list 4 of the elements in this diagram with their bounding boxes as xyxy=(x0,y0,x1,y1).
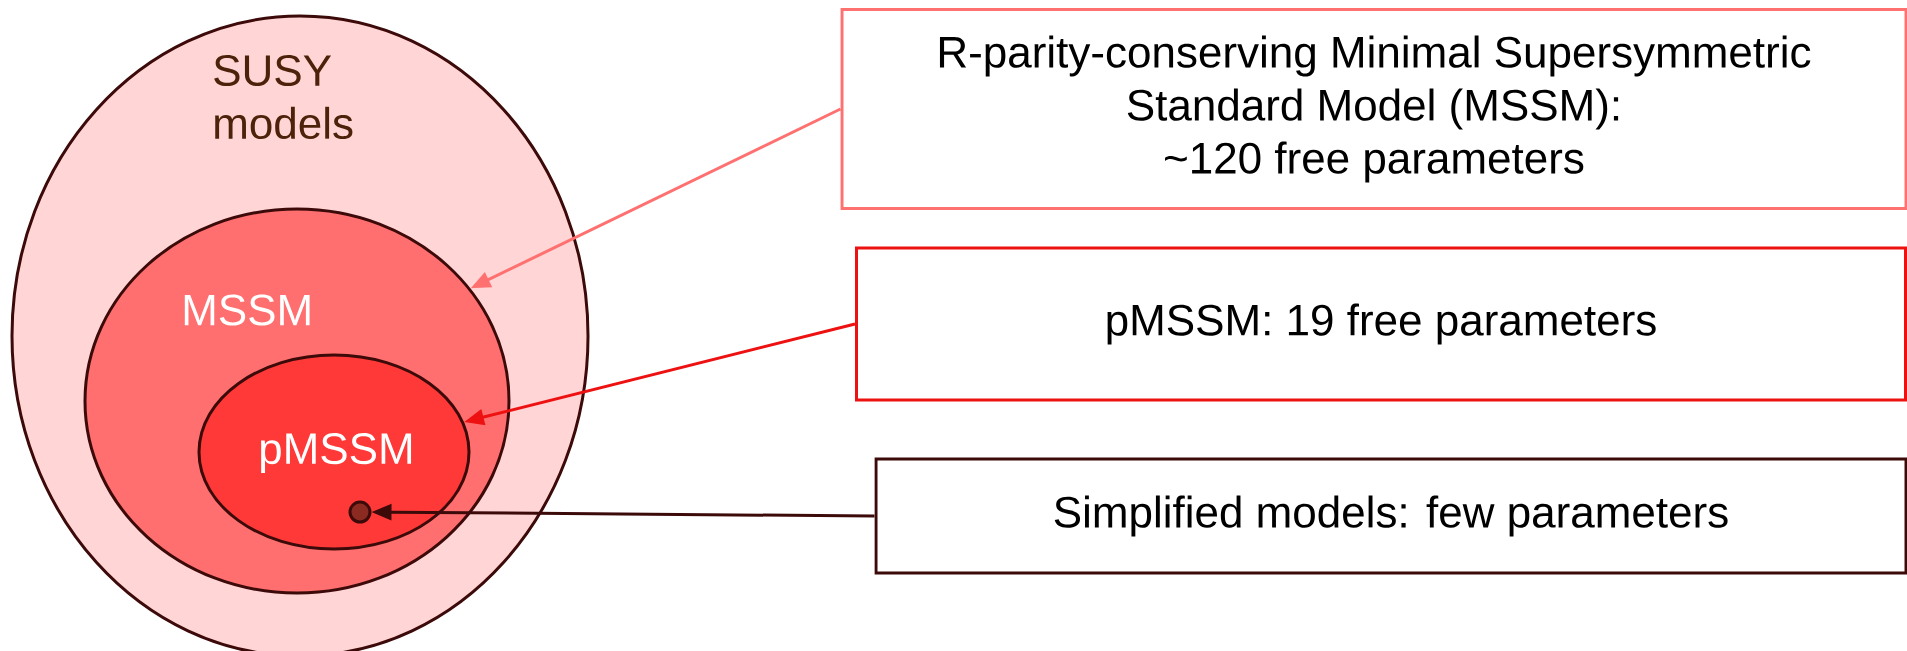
text-box: Simplified models: few parameters xyxy=(874,457,1907,575)
text-box: R-parity-conserving Minimal Supersymmetric Standard Model (MSSM): ~120 free parameters xyxy=(840,8,1907,210)
dot xyxy=(348,500,372,524)
text-box: pMSSM: 19 free parameters xyxy=(855,246,1907,402)
